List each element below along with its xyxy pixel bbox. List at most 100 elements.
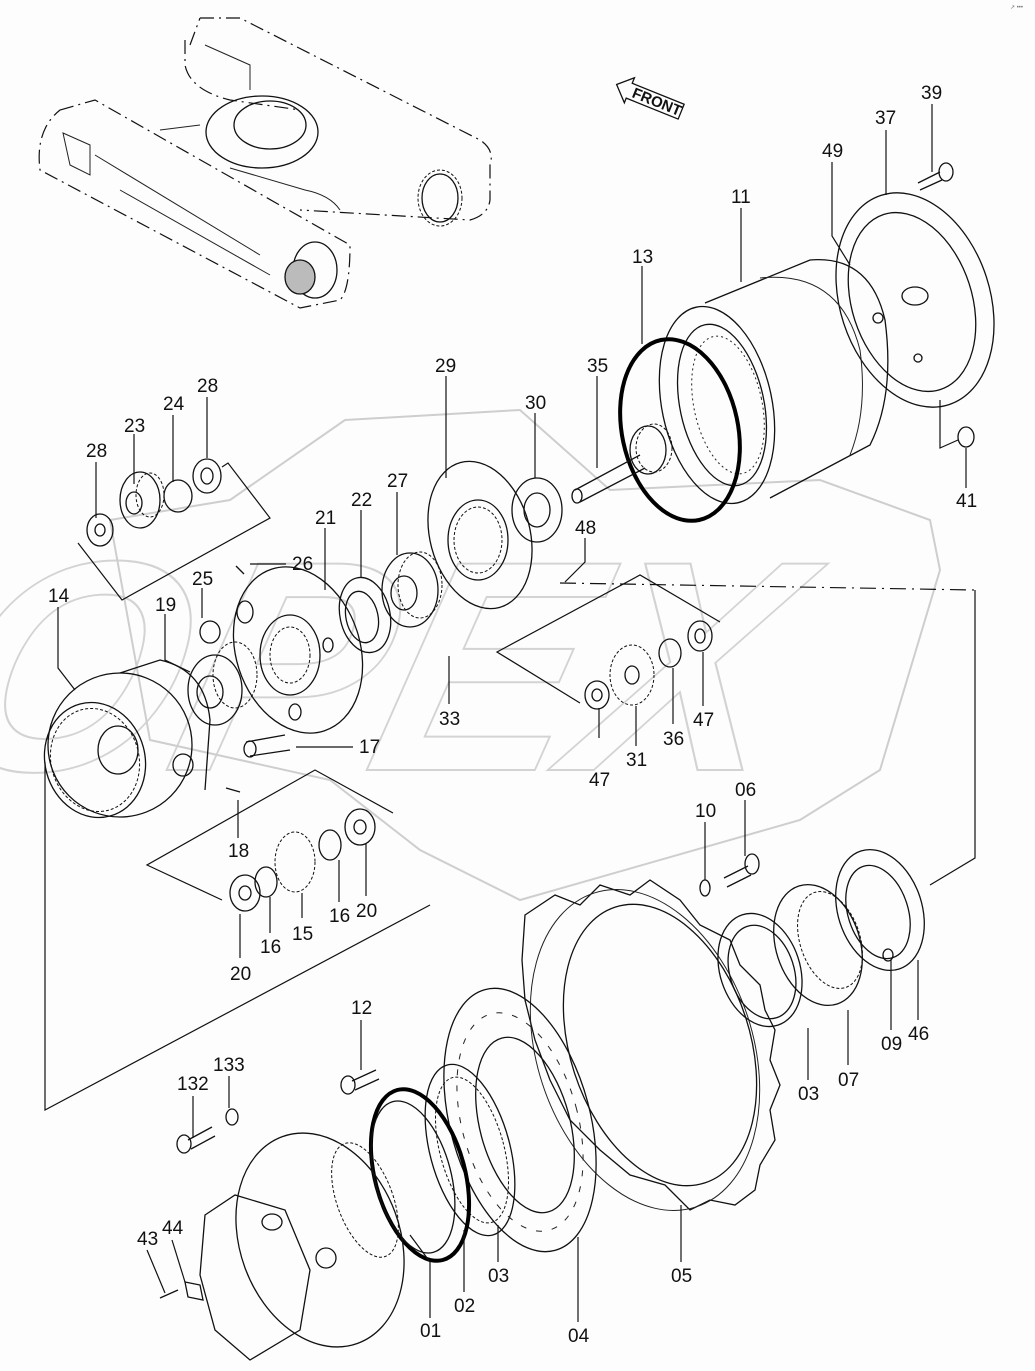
ringgear-14-pin-hole: [172, 753, 194, 777]
seal-02-inner: [370, 1100, 456, 1254]
callout-39: 39: [921, 83, 942, 104]
planet-set-middle: [495, 574, 721, 710]
pin-17-end: [243, 740, 257, 758]
washer-20a-hole: [238, 885, 252, 901]
callout-labels: 39 37 49 11 13 35 30 29 41 28 23 24 28 2…: [48, 83, 977, 1347]
washer-20a: [229, 874, 261, 912]
hub-04-bolt-pattern: [456, 1012, 584, 1232]
carrier-29-bore: [447, 499, 509, 581]
bearing-03-outer: [424, 1063, 516, 1237]
gear-19-teeth: [212, 641, 258, 709]
callout-37: 37: [875, 108, 896, 129]
callout-05: 05: [671, 1266, 692, 1287]
washer-133-shape: [225, 1108, 239, 1126]
part-carrier-29: [427, 460, 533, 610]
coupling-46-outer: [835, 848, 925, 972]
ringgear-14-center: [97, 725, 139, 775]
callout-47b: 47: [693, 710, 714, 731]
washer-30-outer: [511, 477, 563, 543]
ringgear-14-teeth-rim: [43, 701, 147, 819]
motor-01-port-cap: [261, 1213, 283, 1231]
planet-23-bore: [125, 491, 143, 515]
bearing-16a: [254, 866, 278, 898]
carrier-21-spline: [269, 626, 311, 684]
swing-bearing-inner: [233, 100, 307, 150]
shaft-35-gear: [629, 425, 667, 475]
part-pin-25: [199, 620, 221, 644]
planet-31-bore: [624, 665, 640, 685]
callout-24: 24: [163, 394, 185, 415]
planet-set-upper: [77, 458, 271, 601]
part-washer-10: [699, 879, 711, 897]
front-direction-arrow: FRONT: [615, 76, 685, 120]
callout-22: 22: [351, 490, 372, 511]
washer-47a: [584, 680, 610, 710]
callout-44: 44: [162, 1218, 184, 1239]
washer-28a-hole: [94, 523, 106, 537]
part-cover-37: [835, 192, 995, 408]
part-ringnut-07: [773, 883, 863, 1007]
washer-47b-hole: [694, 628, 706, 644]
gear-19-bore: [196, 675, 224, 709]
bolt-132-head: [176, 1134, 192, 1154]
leader-48: [564, 538, 586, 583]
carrier-21-hole-b: [322, 637, 334, 653]
bolt-39-head: [938, 162, 954, 182]
housing-body: [704, 259, 889, 499]
hub-04-flange: [443, 987, 597, 1253]
sprocket-05-bolt-circle: [529, 889, 761, 1211]
frame-lower-rail-lines: [94, 154, 271, 276]
part-gear-19: [187, 641, 258, 726]
carrier-29-plate: [427, 460, 533, 610]
part-shaft-35: [571, 423, 673, 504]
bolt-12-head: [340, 1075, 356, 1095]
callout-25: 25: [192, 569, 213, 590]
bearing-03-rollers: [435, 1076, 509, 1224]
motor-01-fitting: [315, 1247, 337, 1269]
carrier-21-hole-c: [288, 703, 302, 721]
part-coupling-46: [835, 848, 925, 972]
planet-15-gear: [274, 831, 316, 893]
part-pin-26: [235, 565, 245, 575]
callout-09: 09: [881, 1034, 902, 1055]
callout-16b: 16: [329, 906, 350, 927]
bolt-12-shank: [351, 1069, 380, 1091]
callout-15: 15: [292, 924, 313, 945]
part-plug-41: [939, 400, 975, 449]
drive-sprocket-upper-teeth: [417, 169, 463, 227]
carrier-21-pin-hole: [236, 600, 254, 624]
callout-12: 12: [351, 998, 372, 1019]
planet-set-upper-bracket: [77, 462, 271, 601]
track-frame-inset: [38, 17, 492, 309]
callout-46: 46: [908, 1024, 929, 1045]
cover-outer-rim: [835, 192, 995, 408]
callout-28b: 28: [197, 376, 218, 397]
housing-rib: [759, 276, 863, 456]
motor-01-valve-block: [199, 1194, 311, 1361]
assembly-guide-lines: [44, 590, 976, 1111]
plate-44-shape: [184, 1281, 204, 1301]
washer-20b-hole: [353, 819, 367, 835]
watermark: OPEX: [0, 408, 942, 902]
bearing-16b: [318, 829, 342, 861]
swing-bearing-outer: [205, 95, 319, 169]
part-pin-09: [882, 948, 894, 962]
part-pin-17: [243, 734, 291, 758]
callout-07: 07: [838, 1070, 859, 1091]
ringgear-14-body: [119, 659, 211, 791]
cover-drain-hole: [913, 353, 923, 363]
gear-27-bore: [390, 575, 418, 611]
plug-41-guide: [939, 400, 959, 449]
callout-19: 19: [155, 595, 176, 616]
callout-26: 26: [292, 554, 313, 575]
seal-03c-inner: [727, 924, 797, 1020]
part-housing-11: [658, 259, 889, 505]
gear-19-flange: [187, 654, 243, 726]
corner-mark: ↗ •••: [1010, 5, 1023, 11]
shaft-35-gear-teeth: [635, 423, 673, 473]
callout-10: 10: [695, 801, 716, 822]
part-ringgear-14: [43, 659, 211, 819]
callout-01: 01: [420, 1321, 441, 1342]
